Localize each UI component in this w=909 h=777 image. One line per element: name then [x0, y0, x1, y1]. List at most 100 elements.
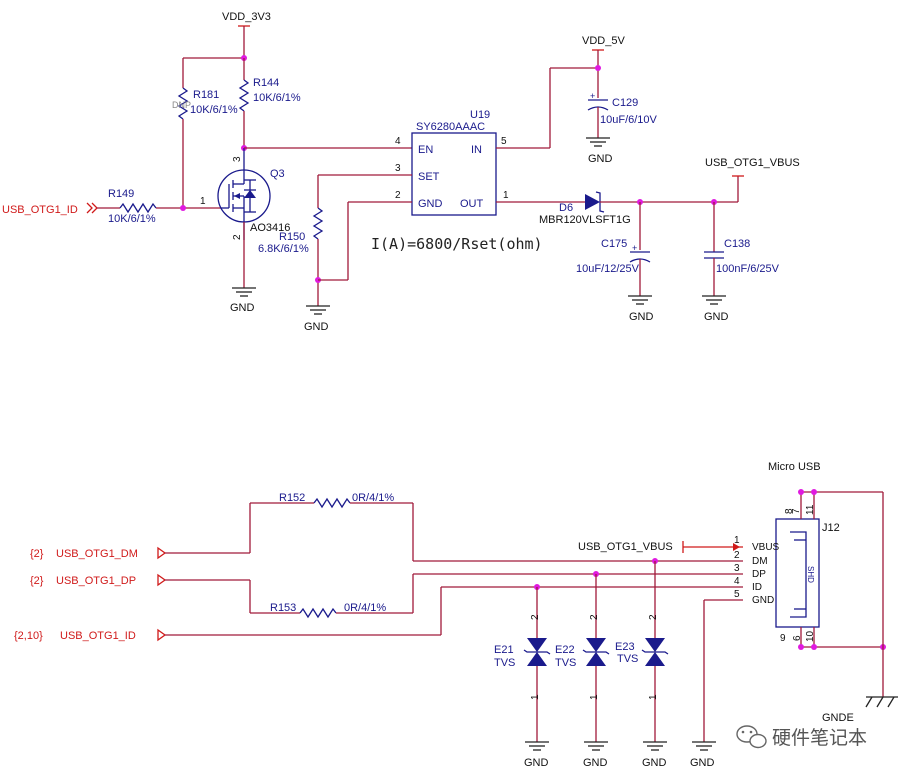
ic-u19: U19 SY6280AAAC EN SET GND IN OUT: [411, 109, 497, 216]
svg-text:U19: U19: [470, 109, 490, 121]
capacitor-c175: + C175 10uF/12/25V: [576, 202, 651, 296]
svg-text:USB_OTG1_ID: USB_OTG1_ID: [60, 630, 136, 642]
resistor-r144: R144 10K/6/1%: [238, 58, 301, 151]
svg-text:GND: GND: [583, 757, 608, 769]
svg-text:E23: E23: [615, 641, 635, 653]
svg-text:{2,10}: {2,10}: [14, 630, 43, 642]
svg-text:0R/4/1%: 0R/4/1%: [352, 492, 394, 504]
svg-text:AO3416: AO3416: [250, 222, 290, 234]
svg-text:C175: C175: [601, 238, 627, 250]
svg-text:VDD_3V3: VDD_3V3: [222, 11, 271, 23]
resistor-r152: R152 0R/4/1%: [279, 492, 743, 564]
svg-text:SHD: SHD: [806, 566, 815, 583]
svg-text:2: 2: [648, 614, 659, 620]
svg-text:10K/6/1%: 10K/6/1%: [190, 104, 238, 116]
svg-text:E22: E22: [555, 644, 575, 656]
svg-text:Micro USB: Micro USB: [768, 461, 821, 473]
svg-text:DNP: DNP: [172, 100, 191, 110]
svg-text:10K/6/1%: 10K/6/1%: [108, 213, 156, 225]
vdd3v3-rail: VDD_3V3: [183, 11, 271, 61]
wire-ic-gnd: 2: [318, 190, 412, 281]
watermark: 硬件笔记本: [736, 725, 867, 749]
svg-text:1: 1: [589, 694, 600, 700]
wire-out: 1: [496, 190, 585, 203]
resistor-r153: R153 0R/4/1%: [270, 571, 743, 619]
wire-vbus-out: USB_OTG1_VBUS: [600, 157, 800, 205]
svg-text:1: 1: [734, 535, 740, 546]
svg-text:D6: D6: [559, 202, 573, 214]
svg-text:GND: GND: [642, 757, 667, 769]
svg-text:USB_OTG1_DM: USB_OTG1_DM: [56, 548, 138, 560]
svg-text:2: 2: [734, 550, 740, 561]
svg-text:4: 4: [395, 136, 401, 147]
svg-text:R153: R153: [270, 602, 296, 614]
port-dp: {2} USB_OTG1_DP: [30, 573, 300, 614]
svg-text:GND: GND: [524, 757, 549, 769]
svg-text:10uF/12/25V: 10uF/12/25V: [576, 263, 640, 275]
svg-text:5: 5: [734, 589, 740, 600]
svg-text:GND: GND: [629, 311, 654, 323]
resistor-r149: R149 10K/6/1% 1: [108, 188, 221, 225]
usb-otg1-id-input: USB_OTG1_ID: [2, 202, 120, 216]
resistor-r150: R150 6.8K/6/1%: [258, 207, 324, 306]
svg-text:5: 5: [501, 136, 507, 147]
tvs-e22: 2 1 E22 TVS GND: [555, 574, 610, 769]
svg-text:3: 3: [734, 563, 740, 574]
svg-text:100nF/6/25V: 100nF/6/25V: [716, 263, 780, 275]
wire-set: 3: [317, 163, 412, 208]
svg-text:GND: GND: [752, 595, 774, 606]
svg-text:GND: GND: [588, 153, 613, 165]
svg-text:7: 7: [791, 508, 802, 514]
wechat-icon: [736, 725, 767, 749]
current-formula: I(A)=6800/Rset(ohm): [371, 235, 543, 253]
svg-text:MBR120VLSFT1G: MBR120VLSFT1G: [539, 214, 631, 226]
mosfet-q3: Q3 AO3416 3 2: [217, 148, 290, 288]
tvs-e23: 2 1 E23 TVS GND: [615, 561, 669, 769]
gnd-c129: GND: [586, 137, 613, 165]
gnd-c175: GND: [628, 295, 654, 323]
svg-text:TVS: TVS: [494, 657, 515, 669]
wire-in: 5: [496, 67, 598, 149]
svg-text:E21: E21: [494, 644, 514, 656]
svg-text:+: +: [632, 243, 637, 253]
tvs-e21: 2 1 E21 TVS GND: [494, 587, 551, 769]
svg-text:1: 1: [648, 694, 659, 700]
svg-text:2: 2: [232, 234, 243, 240]
svg-text:EN: EN: [418, 144, 433, 156]
svg-text:10: 10: [805, 630, 816, 642]
gnd-r150: GND: [304, 305, 330, 333]
svg-text:11: 11: [805, 504, 816, 515]
svg-text:SY6280AAAC: SY6280AAAC: [416, 121, 485, 133]
svg-text:1: 1: [200, 196, 206, 207]
svg-text:DM: DM: [752, 556, 768, 567]
svg-text:R149: R149: [108, 188, 134, 200]
svg-text:Q3: Q3: [270, 168, 285, 180]
svg-text:6.8K/6/1%: 6.8K/6/1%: [258, 243, 309, 255]
svg-text:R144: R144: [253, 77, 279, 89]
svg-text:GND: GND: [230, 302, 255, 314]
svg-text:10uF/6/10V: 10uF/6/10V: [600, 114, 658, 126]
svg-text:1: 1: [503, 190, 509, 201]
svg-text:10K/6/1%: 10K/6/1%: [253, 92, 301, 104]
capacitor-c129: + C129 10uF/6/10V: [587, 91, 658, 138]
svg-text:IN: IN: [471, 144, 482, 156]
svg-text:GND: GND: [418, 198, 443, 210]
wire-en: 4: [244, 136, 412, 149]
svg-text:9: 9: [780, 633, 786, 644]
svg-text:3: 3: [232, 156, 243, 162]
connector-j12: Micro USB J12 SHD VBUS DM DP ID GND 1 2 …: [734, 461, 886, 697]
svg-text:C138: C138: [724, 238, 750, 250]
svg-text:TVS: TVS: [617, 653, 638, 665]
capacitor-c138: C138 100nF/6/25V: [704, 202, 780, 296]
svg-text:R150: R150: [279, 231, 305, 243]
svg-text:R181: R181: [193, 89, 219, 101]
svg-text:{2}: {2}: [30, 575, 44, 587]
svg-text:USB_OTG1_VBUS: USB_OTG1_VBUS: [705, 157, 800, 169]
svg-text:+: +: [590, 91, 595, 101]
svg-text:2: 2: [530, 614, 541, 620]
svg-text:DP: DP: [752, 569, 766, 580]
svg-text:GND: GND: [690, 757, 715, 769]
svg-text:6: 6: [792, 635, 803, 641]
